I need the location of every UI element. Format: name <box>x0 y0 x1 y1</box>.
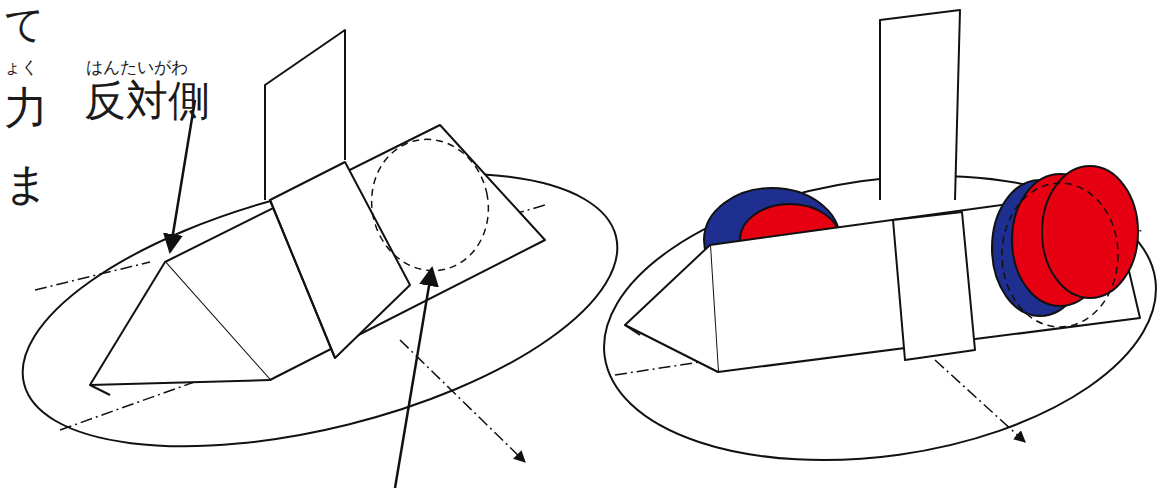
partial-text: ま <box>4 160 49 208</box>
ruby-text: はんたいがわ <box>86 58 188 77</box>
circle-mark <box>1002 183 1118 327</box>
paper-band <box>270 162 410 358</box>
paper-band <box>893 212 975 360</box>
circle-mark <box>360 128 501 281</box>
red-coin <box>1042 166 1138 298</box>
base-ellipse <box>585 143 1158 488</box>
partial-text: て <box>4 2 45 46</box>
partial-text: 力 <box>4 84 48 132</box>
part-label: 反対側 <box>84 78 210 124</box>
paper-tab <box>880 10 960 200</box>
ruby-text: ょく <box>4 58 38 77</box>
base-ellipse <box>0 122 644 488</box>
